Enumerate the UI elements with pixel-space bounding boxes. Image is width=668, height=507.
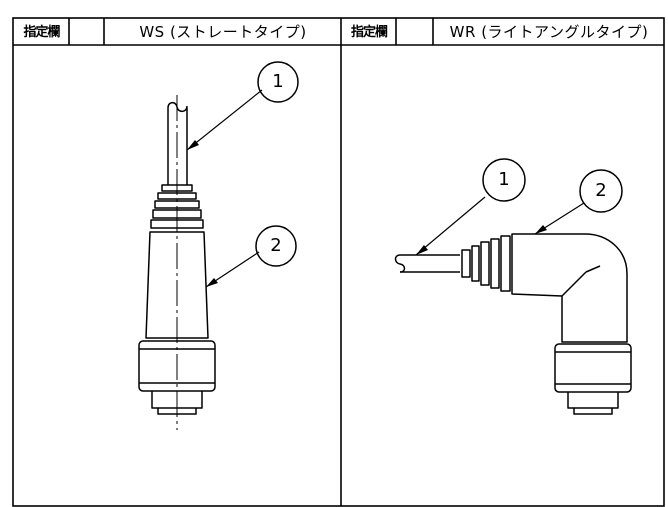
- callout-1-right: 1: [498, 169, 510, 190]
- cable: [400, 254, 460, 273]
- strain-relief: [461, 235, 511, 292]
- coupling-nut: [554, 343, 632, 393]
- connector-body: [145, 231, 209, 339]
- callout-2-right: 2: [595, 180, 607, 201]
- cable-break: [394, 254, 406, 273]
- connector-body: [511, 233, 628, 343]
- strain-relief: [150, 184, 204, 229]
- pin-end: [151, 391, 203, 409]
- column-title-ws: WS (ストレートタイプ): [139, 22, 307, 41]
- callout-1-left: 1: [272, 71, 284, 92]
- designation-label-left: 指定欄: [23, 24, 60, 40]
- leader-1: [186, 89, 263, 151]
- callout-2-left: 2: [270, 235, 282, 256]
- pin-end: [567, 392, 619, 409]
- cable: [167, 108, 188, 185]
- column-title-wr: WR (ライトアングルタイプ): [449, 22, 649, 41]
- designation-label-right: 指定欄: [350, 24, 388, 40]
- coupling-nut: [138, 340, 216, 392]
- cable-break: [167, 101, 188, 113]
- leader-1: [415, 196, 486, 256]
